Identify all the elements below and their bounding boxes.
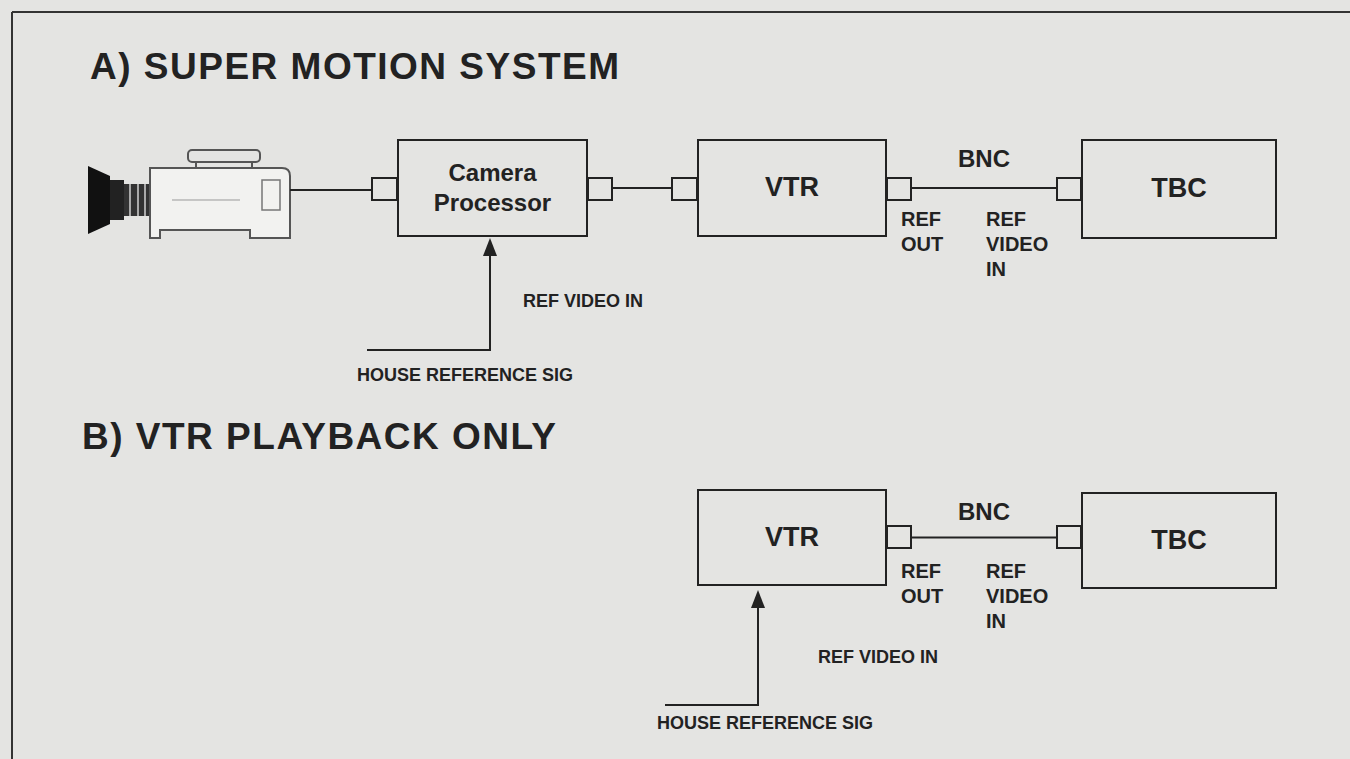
- port-label: REF VIDEO IN: [986, 559, 1071, 634]
- frame-line: [11, 12, 13, 759]
- box-text: VTR: [765, 171, 819, 205]
- reference-arrow: [367, 238, 497, 350]
- port-label: REF OUT: [901, 559, 961, 609]
- signal-label: REF VIDEO IN: [818, 646, 938, 669]
- section-heading: B) VTR PLAYBACK ONLY: [82, 414, 557, 460]
- camera-cable: [290, 189, 372, 191]
- signal-label: REF VIDEO IN: [523, 290, 643, 313]
- processor-box: Camera Processor: [397, 139, 588, 237]
- tbc-box: TBC: [1081, 139, 1277, 239]
- reference-arrow: [665, 590, 765, 705]
- port-label: REF OUT: [901, 207, 961, 257]
- camera-illustration: [88, 150, 290, 238]
- box-text: TBC: [1151, 172, 1207, 206]
- frame-line: [12, 11, 1350, 13]
- signal-label: HOUSE REFERENCE SIG: [657, 712, 873, 735]
- section-heading: A) SUPER MOTION SYSTEM: [90, 44, 620, 90]
- signal-label: HOUSE REFERENCE SIG: [357, 364, 573, 387]
- vtr-box: VTR: [697, 489, 887, 586]
- box-text: Camera Processor: [418, 158, 568, 218]
- cable-line: [887, 537, 1081, 539]
- vtr-box: VTR: [697, 139, 887, 237]
- box-text: TBC: [1151, 524, 1207, 558]
- box-text: VTR: [765, 521, 819, 555]
- cable-line: [887, 187, 1081, 189]
- port-label: REF VIDEO IN: [986, 207, 1071, 282]
- cable-label: BNC: [958, 497, 1010, 527]
- tbc-box: TBC: [1081, 492, 1277, 589]
- cable-label: BNC: [958, 144, 1010, 174]
